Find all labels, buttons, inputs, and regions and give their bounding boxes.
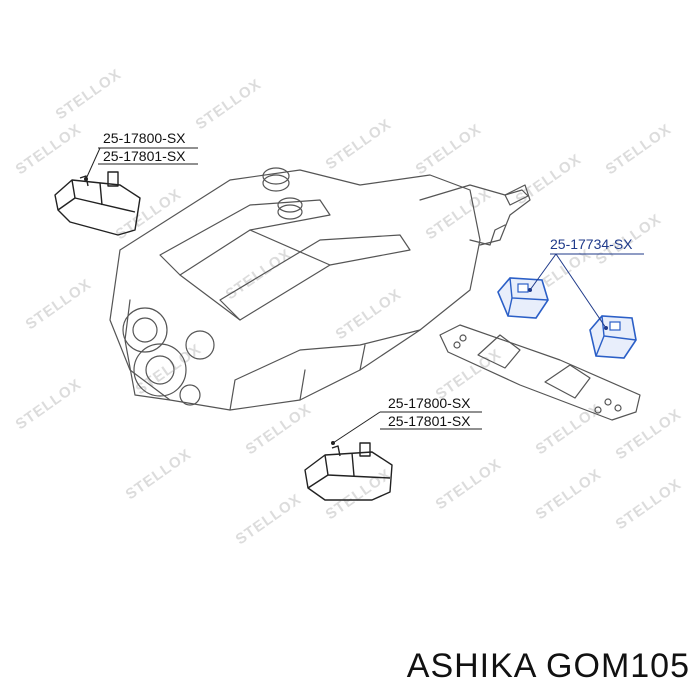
mount-top-left [54,147,198,236]
watermark-text: STELLOX [533,466,605,524]
mount-bottom-label-1: 25-17800-SX [388,395,471,411]
engine-transmission-outline [109,167,531,411]
watermark-text: STELLOX [413,121,485,179]
crossmember [439,324,641,421]
watermark-text: STELLOX [113,186,185,244]
watermark-text: STELLOX [513,151,585,209]
watermark-text: STELLOX [13,376,85,434]
mount-bottom-label-2: 25-17801-SX [388,413,471,429]
watermark-text: STELLOX [53,66,125,124]
watermark-text: STELLOX [533,401,605,459]
mount-top-left-label-2: 25-17801-SX [103,148,186,164]
watermark-text: STELLOX [243,401,315,459]
mount-bottom [304,411,482,501]
watermark-text: STELLOX [23,276,95,334]
part-caption: ASHIKA GOM105 [406,647,690,685]
watermark-text: STELLOX [433,456,505,514]
watermark-text: STELLOX [603,121,675,179]
watermark-text: STELLOX [333,286,405,344]
watermark-text: STELLOX [323,116,395,174]
transmission-mount-label: 25-17734-SX [550,236,633,252]
watermark-text: STELLOX [233,491,305,549]
transmission-mount [497,253,644,359]
mount-top-left-label-1: 25-17800-SX [103,130,186,146]
watermark-text: STELLOX [613,406,685,464]
watermark-text: STELLOX [123,446,195,504]
watermark-text: STELLOX [223,246,295,304]
watermark-text: STELLOX [423,186,495,244]
watermark-text: STELLOX [193,76,265,134]
watermark-text: STELLOX [13,121,85,179]
watermark-text: STELLOX [613,476,685,534]
